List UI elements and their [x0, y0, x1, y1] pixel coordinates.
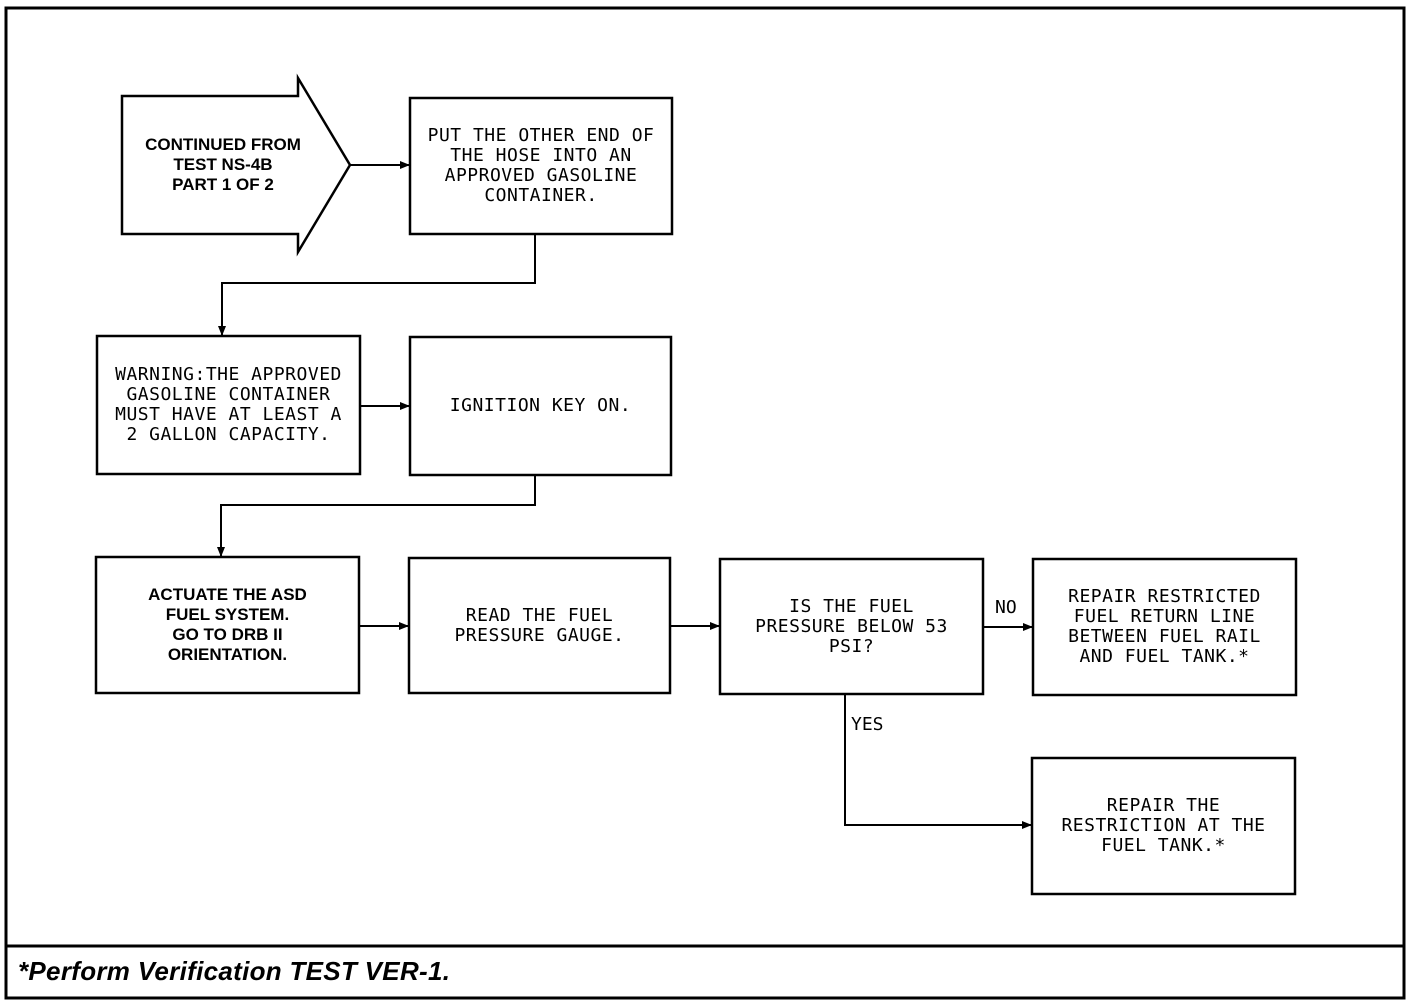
edge-hose-to-warning [218, 234, 536, 336]
footer-note: *Perform Verification TEST VER-1. [18, 956, 451, 986]
page-border [4, 6, 1406, 1000]
edge-decision-yes [844, 694, 1032, 829]
box-read [407, 556, 672, 695]
box-warning [95, 334, 362, 476]
node-read-label: READ THE FUEL PRESSURE GAUGE. [454, 604, 625, 646]
node-repair-tank-label: REPAIR THE RESTRICTION AT THE FUEL TANK.… [1061, 795, 1266, 856]
box-decision [718, 557, 985, 696]
node-hose-label: PUT THE OTHER END OF THE HOSE INTO AN AP… [427, 125, 655, 206]
node-start-label: CONTINUED FROM TEST NS-4B PART 1 OF 2 [145, 135, 301, 194]
box-repair-tank [1030, 756, 1297, 896]
start-arrow-shape [120, 73, 352, 257]
node-decision-label: IS THE FUEL PRESSURE BELOW 53 PSI? [755, 595, 948, 657]
node-ignition-label: IGNITION KEY ON. [449, 395, 632, 416]
box-actuate [94, 555, 361, 695]
box-hose [408, 96, 674, 236]
node-actuate-label: ACTUATE THE ASD FUEL SYSTEM. GO TO DRB I… [148, 585, 307, 664]
box-repair-return [1031, 557, 1298, 697]
edge-ignition-to-actuate [217, 475, 536, 557]
box-ignition [408, 335, 673, 477]
node-repair-return-label: REPAIR RESTRICTED FUEL RETURN LINE BETWE… [1068, 586, 1261, 667]
edge-label-no: NO [995, 597, 1017, 618]
node-warning-label: WARNING:THE APPROVED GASOLINE CONTAINER … [115, 364, 342, 445]
edge-label-yes: YES [851, 714, 884, 735]
